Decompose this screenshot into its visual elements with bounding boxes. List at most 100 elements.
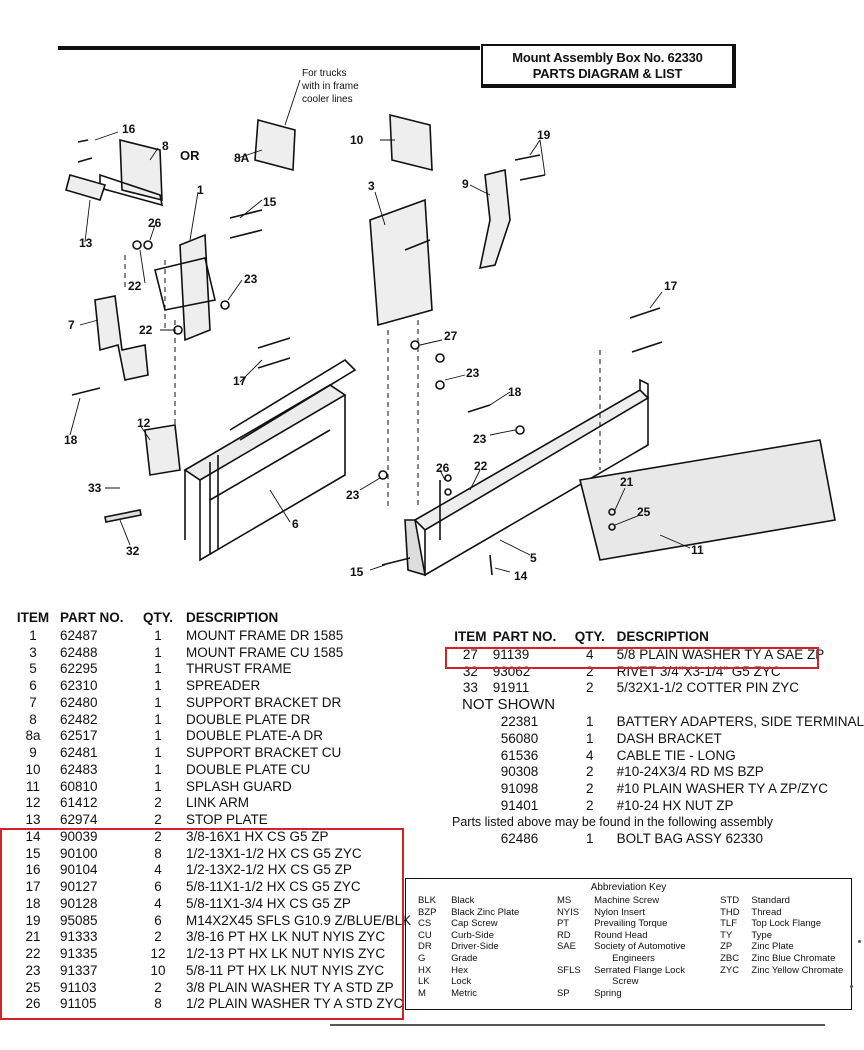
callout-label: 26 <box>148 216 162 230</box>
assembly-part-no: 62486 <box>500 831 539 847</box>
abbreviation-code: NYIS <box>556 906 580 918</box>
header-part-no: PART NO. <box>492 628 557 644</box>
quantity: 6 <box>154 879 162 895</box>
callout-label: 25 <box>637 505 651 519</box>
part-number: 91098 <box>500 781 539 797</box>
item-number: 19 <box>25 912 41 928</box>
abbreviation-code: ZYC <box>720 964 740 976</box>
abbreviation-meaning: Thread <box>751 906 782 918</box>
callout-label: 27 <box>444 329 458 343</box>
callout-label: 18 <box>64 433 78 447</box>
description: BATTERY ADAPTERS, SIDE TERMINAL <box>616 714 864 730</box>
title-line-1: Mount Assembly Box No. 62330 <box>512 50 703 65</box>
part-number: 91335 <box>60 946 98 962</box>
quantity: 2 <box>154 828 162 844</box>
callout-label: 16 <box>122 122 136 136</box>
abbreviation-meaning: Serrated Flange Lock <box>594 964 685 976</box>
item-number: 1 <box>29 627 37 643</box>
quantity: 1 <box>154 761 162 777</box>
item-number <box>452 730 489 747</box>
callout-label: 1 <box>197 183 204 197</box>
callout-label: 3 <box>368 179 375 193</box>
part-number: 62482 <box>60 711 98 727</box>
item-number: 8a <box>25 728 41 744</box>
abbreviation-code: RD <box>556 929 571 941</box>
description: #10-24 HX NUT ZP <box>616 797 734 813</box>
part-number: 90039 <box>60 828 98 844</box>
part-number: 62295 <box>60 661 98 677</box>
part-number: 90104 <box>60 862 98 878</box>
callout-label: 23 <box>466 366 480 380</box>
quantity: 1 <box>154 711 162 727</box>
callout-label: 18 <box>508 385 522 399</box>
callout-label: 8A <box>234 151 250 165</box>
abbreviation-code: MS <box>556 895 572 906</box>
callout-label: 32 <box>126 544 140 558</box>
description: #10 PLAIN WASHER TY A ZP/ZYC <box>616 781 828 797</box>
description: 3/8-16X1 HX CS G5 ZP <box>186 828 329 844</box>
abbreviation-code: ZP <box>720 941 733 953</box>
part-number: 62310 <box>60 678 98 694</box>
scan-speck <box>858 940 861 943</box>
item-number: 15 <box>25 845 41 861</box>
callout-label: 7 <box>68 318 75 332</box>
callout-label: 23 <box>244 272 258 286</box>
abbreviation-meaning: Prevailing Torque <box>594 918 668 930</box>
callout-label: 8 <box>162 139 169 153</box>
abbreviation-code: SAE <box>556 941 576 953</box>
abbreviation-code: DR <box>418 941 432 953</box>
quantity: 2 <box>154 795 162 811</box>
abbreviation-meaning: Standard <box>751 895 790 906</box>
abbreviation-meaning: Hex <box>451 964 469 976</box>
abbreviation-meaning: Society of Automotive <box>594 941 686 953</box>
part-number: 61412 <box>60 795 98 811</box>
quantity: 1 <box>154 644 162 660</box>
header-qty: QTY. <box>142 609 173 625</box>
assembly-note: Parts listed above may be found in the f… <box>452 815 774 830</box>
not-shown-heading-row: NOT SHOWN <box>452 696 864 713</box>
description: CABLE TIE - LONG <box>616 747 736 763</box>
quantity: 8 <box>154 845 162 861</box>
item-number <box>452 747 489 764</box>
diagram-or-label: OR <box>180 148 200 163</box>
quantity: 1 <box>154 778 162 794</box>
abbreviation-meaning: Black <box>451 895 475 906</box>
quantity: 4 <box>585 747 594 763</box>
callout-label: 23 <box>473 432 487 446</box>
description: M14X2X45 SFLS G10.9 Z/BLUE/BLK <box>186 912 412 928</box>
callout-label: 15 <box>350 565 364 579</box>
item-number: 7 <box>29 694 37 710</box>
item-number: 13 <box>25 812 41 828</box>
item-number <box>452 764 489 781</box>
header-description: DESCRIPTION <box>186 609 279 625</box>
quantity: 1 <box>154 728 162 744</box>
item-number: 26 <box>25 996 41 1012</box>
abbreviation-code: BLK <box>418 895 436 906</box>
part-number: 91105 <box>60 996 97 1012</box>
callout-label: 10 <box>350 133 364 147</box>
callout-label: 11 <box>691 543 704 557</box>
abbreviation-code: PT <box>556 918 570 930</box>
callout-label: 12 <box>137 416 151 430</box>
abbreviation-key-title: Abbreviation Key <box>590 882 667 893</box>
item-number <box>452 713 489 730</box>
description: 5/8 PLAIN WASHER TY A SAE ZP <box>616 646 825 662</box>
description: SPLASH GUARD <box>186 778 292 794</box>
diagram-note-line-1: For trucks <box>302 68 346 79</box>
abbreviation-code: TY <box>720 929 733 941</box>
item-number: 11 <box>25 778 40 794</box>
